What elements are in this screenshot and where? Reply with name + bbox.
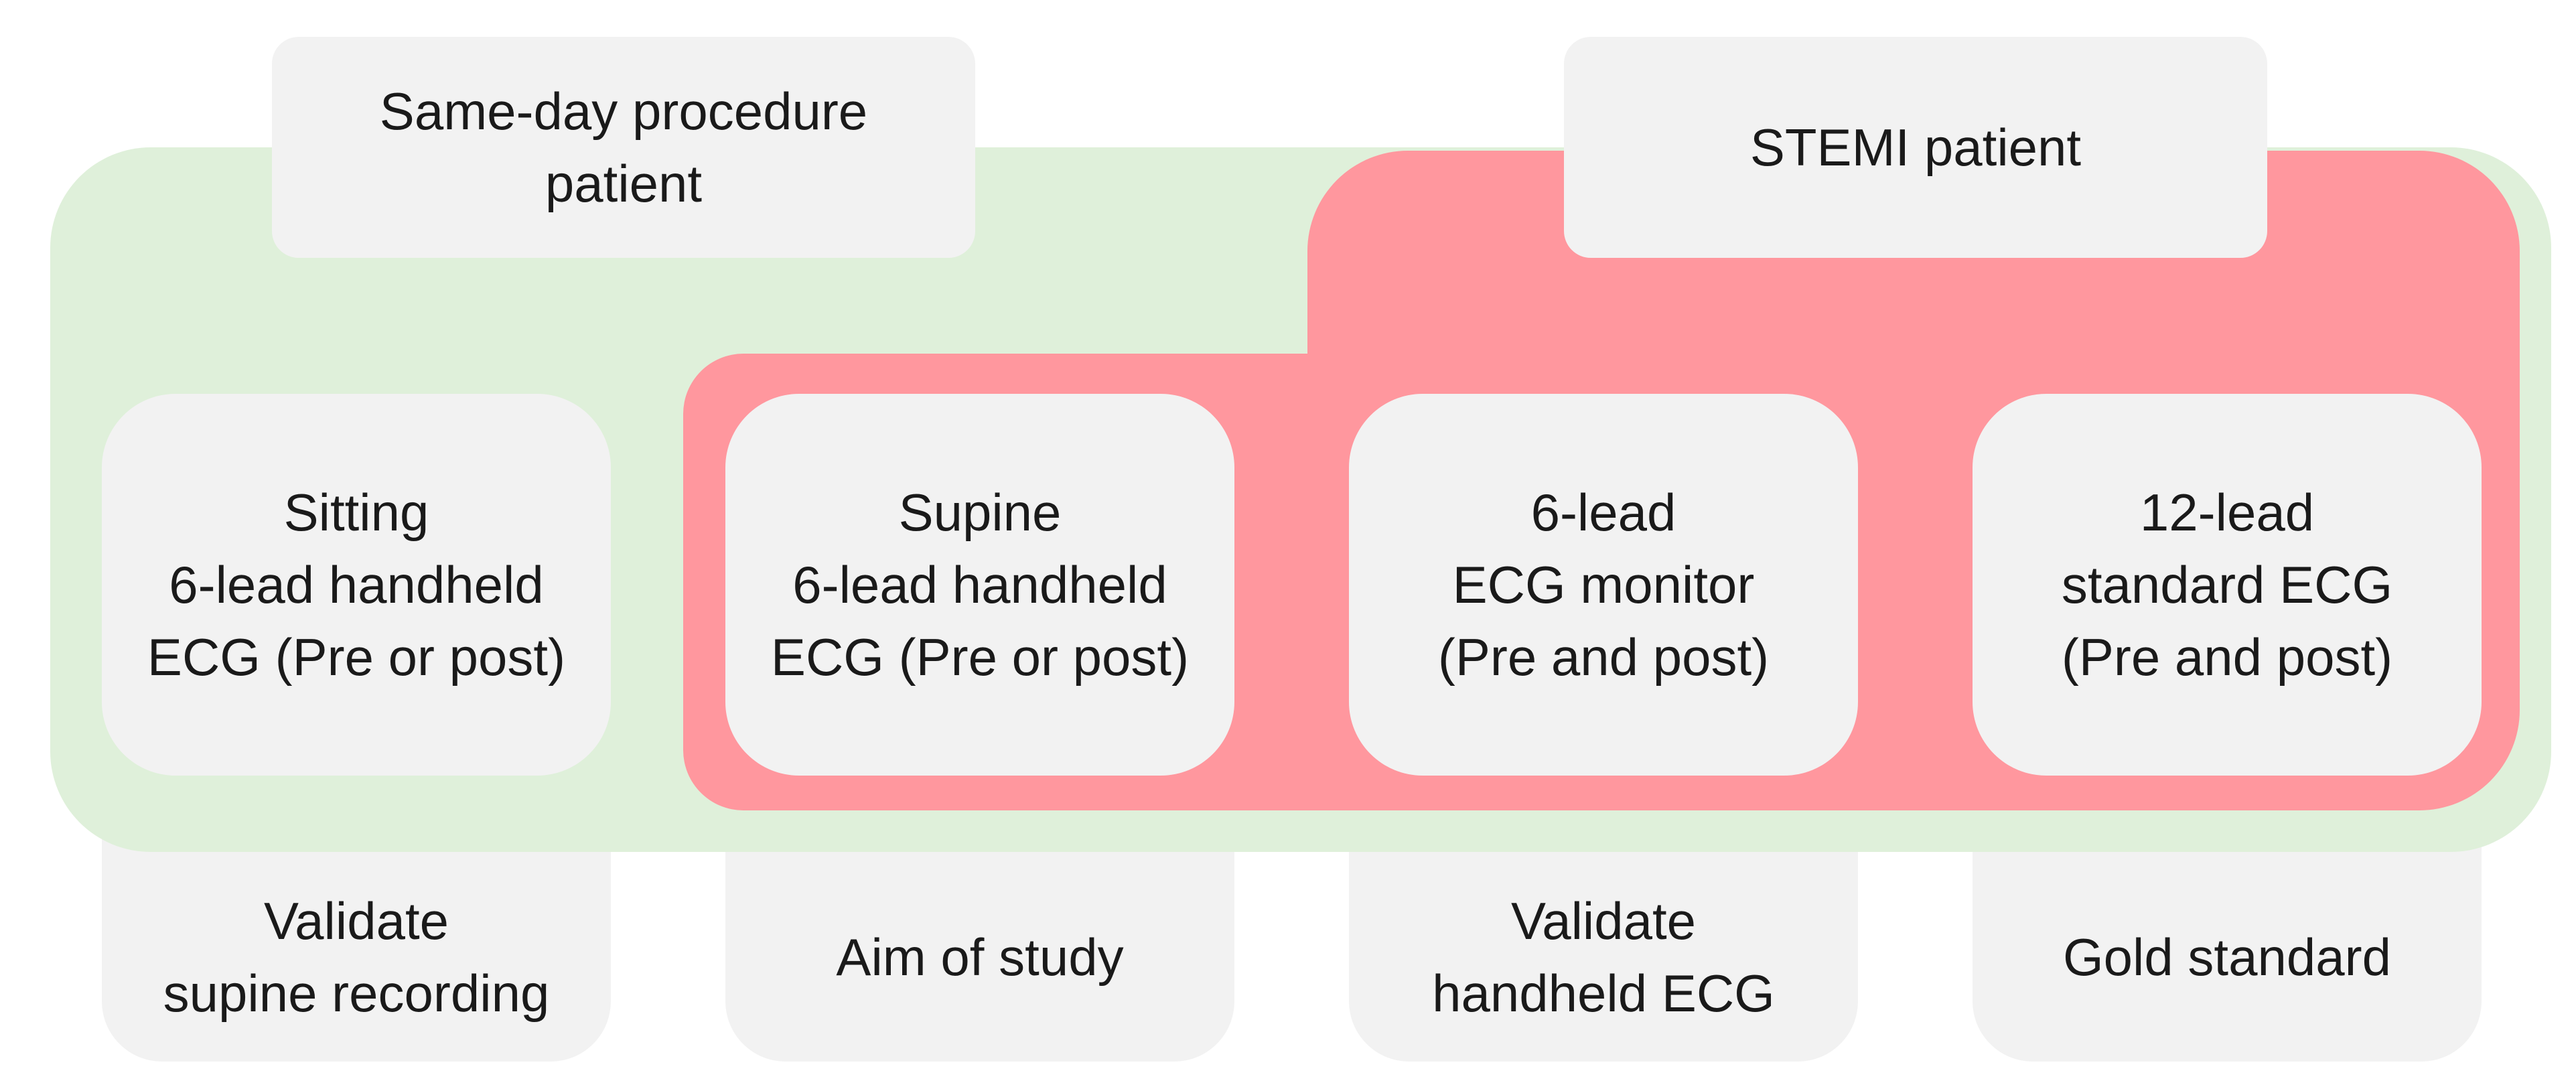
recording-box-sitting-handheld: Sitting 6-lead handheld ECG (Pre or post… (102, 394, 611, 776)
recording-box-supine-handheld: Supine 6-lead handheld ECG (Pre or post) (725, 394, 1234, 776)
purpose-box-standard: Gold standard (1973, 817, 2482, 1062)
purpose-box-supine: Aim of study (725, 817, 1234, 1062)
stemi-patient-label: STEMI patient (1564, 37, 2267, 258)
purpose-box-sitting: Validate supine recording (102, 817, 611, 1062)
recording-box-6-lead-monitor: 6-lead ECG monitor (Pre and post) (1349, 394, 1858, 776)
purpose-box-monitor: Validate handheld ECG (1349, 817, 1858, 1062)
same-day-patient-label: Same-day procedure patient (272, 37, 975, 258)
recording-box-12-lead-standard: 12-lead standard ECG (Pre and post) (1973, 394, 2482, 776)
